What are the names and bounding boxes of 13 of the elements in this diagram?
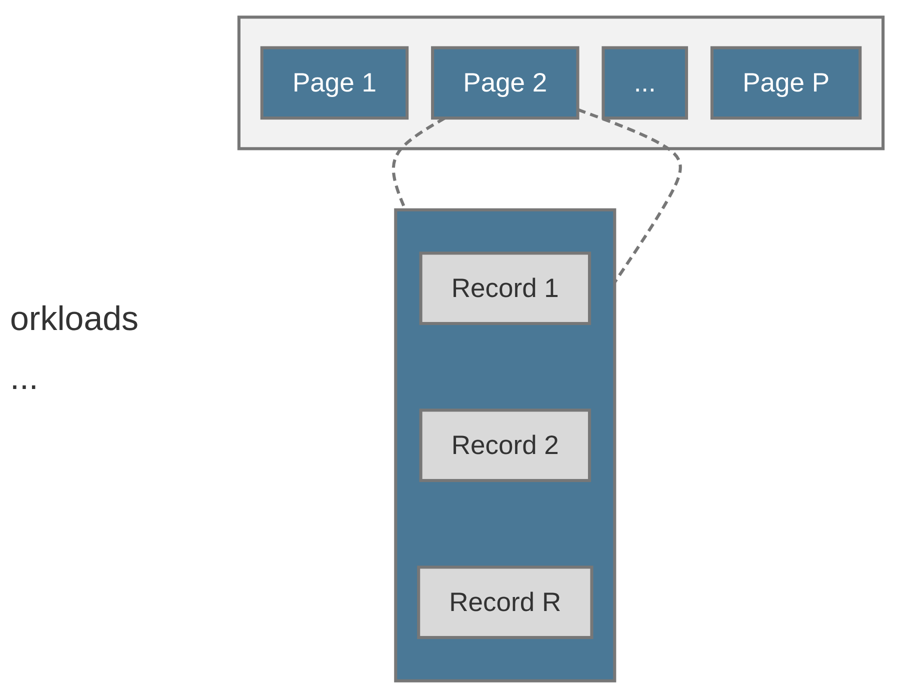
diagram-drawing: Record 1 Record 2 Record R Page 1 Page 2 ... Page P bbox=[220, 8, 902, 688]
note-text: ... bbox=[10, 358, 40, 398]
node-box bbox=[419, 251, 592, 325]
node-box bbox=[710, 46, 862, 120]
node-box bbox=[431, 46, 580, 120]
cluster bbox=[237, 15, 885, 150]
node-box bbox=[602, 46, 688, 120]
connector bbox=[577, 108, 682, 283]
cluster bbox=[394, 208, 616, 682]
node-box bbox=[419, 408, 592, 482]
note-text: orkloads bbox=[10, 300, 140, 338]
node-box bbox=[260, 46, 409, 120]
node-box bbox=[417, 565, 594, 639]
